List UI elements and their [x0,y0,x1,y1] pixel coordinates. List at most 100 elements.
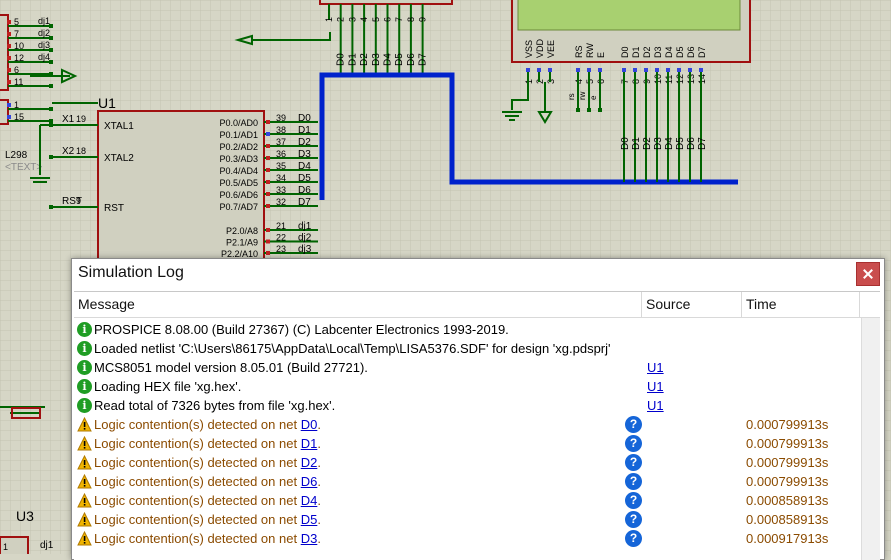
u1-pin-name: P2.2/A10 [221,249,258,259]
net-link[interactable]: D0 [300,417,318,432]
u2-pin-num: 1 [324,17,334,22]
pin-marker [537,68,541,72]
help-icon[interactable]: ? [625,492,642,509]
pin-marker [677,68,681,72]
lcd-data-net: D3 [653,137,664,150]
data-bus[interactable] [319,72,738,200]
log-row[interactable]: Logic contention(s) detected on net D3.?… [74,529,860,548]
u2-pin-num: 8 [406,17,416,22]
u1-pin-num: 37 [276,137,286,147]
net-link[interactable]: D3 [300,531,318,546]
help-icon[interactable]: ? [625,416,642,433]
connector-body[interactable] [0,14,9,91]
help-icon[interactable]: ? [625,454,642,471]
u1-net-label: D6 [298,185,311,196]
u1-pin-name: XTAL2 [104,153,134,164]
log-message: Loading HEX file 'xg.hex'. [94,379,242,394]
lcd-pins: VSS1VDD2VEE3RS4rsRW5rwE6eD07D0D18D1D29D2… [524,38,708,182]
u2-net-label: D1 [347,53,358,66]
pin-marker [7,44,11,48]
warning-icon [77,454,92,470]
junction-dot [49,24,53,28]
junction-dot [587,108,591,112]
info-icon: i [77,341,92,356]
pin-marker [576,68,580,72]
junction-dot [49,84,53,88]
column-header-source[interactable]: Source [642,292,742,318]
lcd-pin-name: D4 [664,46,674,58]
net-link[interactable]: D2 [300,455,318,470]
left-wiring [0,68,98,414]
log-row[interactable]: Logic contention(s) detected on net D6.?… [74,472,860,491]
source-link[interactable]: U1 [647,360,664,375]
net-link[interactable]: D4 [300,493,318,508]
help-icon[interactable]: ? [625,473,642,490]
u1-net-label: D7 [298,197,311,208]
connector-net-label: dj4 [38,52,50,62]
log-row[interactable]: Logic contention(s) detected on net D5.?… [74,510,860,529]
u3-pin-num: 1 [3,542,8,552]
u1-chip[interactable] [97,110,265,272]
log-message: Logic contention(s) detected on net D0. [94,417,321,432]
pin-marker [266,204,270,208]
source-link[interactable]: U1 [647,379,664,394]
junction-dot [49,48,53,52]
net-link[interactable]: D5 [300,512,318,527]
log-row[interactable]: Logic contention(s) detected on net D4.?… [74,491,860,510]
connector-net-label: dj2 [38,28,50,38]
column-header-message[interactable]: Message [74,292,642,318]
junction-dot [49,119,53,123]
help-icon[interactable]: ? [625,435,642,452]
u2-net-label: D5 [394,53,405,66]
u3-chip[interactable] [0,536,29,554]
u1-pin-num: 34 [276,173,286,183]
close-button[interactable] [856,262,880,286]
switch-body[interactable] [11,407,41,419]
lcd-data-net: D1 [631,137,642,150]
power-arrow [234,32,331,46]
connector-pin-num: 15 [14,112,24,122]
u1-net-label: X1 [62,114,75,125]
log-message: Logic contention(s) detected on net D6. [94,474,321,489]
u2-chip-edge[interactable] [319,0,453,5]
lcd-ctrl-net: rw [578,91,587,100]
u2-pin-num: 5 [371,17,381,22]
log-time: 0.000799913s [746,455,829,470]
log-message: Logic contention(s) detected on net D1. [94,436,321,451]
vertical-scrollbar[interactable] [861,318,880,560]
log-row[interactable]: Logic contention(s) detected on net D2.?… [74,453,860,472]
lcd-pin-name: E [596,52,606,58]
log-message: Read total of 7326 bytes from file 'xg.h… [94,398,336,413]
u1-pin-name: P0.1/AD1 [219,130,258,140]
column-header-time[interactable]: Time [742,292,860,318]
u2-pin-num: 7 [394,17,404,22]
net-link[interactable]: D1 [300,436,318,451]
net-link[interactable]: D6 [300,474,318,489]
u1-pin-name: P2.1/A9 [226,238,258,248]
help-icon[interactable]: ? [625,511,642,528]
source-link[interactable]: U1 [647,398,664,413]
u1-pin-name: P0.3/AD3 [219,154,258,164]
title-bar[interactable]: Simulation Log [72,259,884,289]
log-row[interactable]: Logic contention(s) detected on net D0.?… [74,415,860,434]
u1-ref: U1 [98,95,116,111]
column-header-filler [860,292,880,318]
log-row[interactable]: Logic contention(s) detected on net D1.?… [74,434,860,453]
pin-marker [526,68,530,72]
log-message: PROSPICE 8.08.00 (Build 27367) (C) Labce… [94,322,509,337]
connector-body[interactable] [0,99,9,125]
u3-ref: U3 [16,508,34,524]
log-message: Logic contention(s) detected on net D2. [94,455,321,470]
pin-marker [598,68,602,72]
pin-marker [587,68,591,72]
help-icon[interactable]: ? [625,530,642,547]
lcd-pin-name: D6 [686,46,696,58]
